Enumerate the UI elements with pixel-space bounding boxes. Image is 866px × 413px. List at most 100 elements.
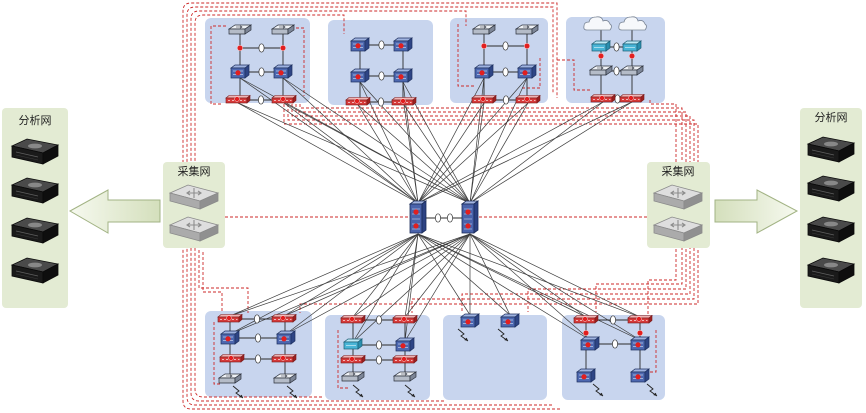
redundant-link-path [295, 104, 687, 312]
distribution-panel-icon[interactable] [345, 97, 371, 106]
link-aggregation-icon [447, 213, 453, 223]
link-aggregation-icon [610, 315, 616, 325]
core-switch-icon[interactable] [461, 200, 479, 234]
switch-icon[interactable] [517, 64, 537, 79]
switch-icon[interactable] [230, 64, 250, 79]
link-aggregation-icon [378, 97, 384, 107]
link-aggregation-icon [502, 67, 509, 77]
redundant-link-path [337, 330, 348, 389]
link-aggregation-icon [255, 354, 261, 364]
link-aggregation-icon [376, 355, 382, 365]
link-aggregation-icon [378, 40, 385, 50]
link-aggregation-icon [376, 340, 382, 350]
right-analysis-network-panel[interactable]: 分析网 [800, 108, 862, 308]
uplink-line [469, 101, 604, 204]
uplink-line [417, 101, 633, 204]
switch-icon[interactable] [576, 368, 596, 383]
switch-icon[interactable] [350, 37, 370, 52]
right-collection-network-panel[interactable]: 采集网 [647, 162, 710, 248]
distribution-panel-icon[interactable] [471, 95, 497, 104]
uplink-line [285, 233, 419, 335]
redundant-link-path [296, 27, 305, 96]
link-aggregation-icon [503, 95, 509, 105]
distribution-panel-icon[interactable] [515, 95, 541, 104]
right-analysis-label: 分析网 [815, 110, 848, 124]
left-analysis-network-panel[interactable]: 分析网 [2, 108, 68, 308]
redundant-link-path [457, 24, 475, 87]
distribution-panel-icon[interactable] [391, 97, 417, 106]
redundant-link-path [182, 2, 560, 410]
distribution-panel-icon[interactable] [271, 314, 297, 323]
uplink-line [352, 233, 471, 343]
redundant-link-path [198, 250, 249, 313]
uplink-line [469, 102, 529, 204]
switch-icon[interactable] [393, 37, 413, 52]
cluster-bottom-4[interactable] [562, 315, 665, 400]
cluster-top-1[interactable] [205, 18, 310, 103]
uplink-line [403, 104, 471, 204]
switch-icon[interactable] [500, 313, 520, 328]
distribution-panel-icon[interactable] [340, 315, 366, 324]
cluster-bottom-3[interactable] [443, 315, 547, 400]
distribution-panel-icon[interactable] [627, 315, 653, 324]
uplink-line [352, 233, 419, 343]
uplink-line [417, 102, 529, 204]
distribution-panel-icon[interactable] [619, 94, 645, 103]
uplink-line [229, 233, 471, 317]
switch-icon[interactable] [350, 68, 370, 83]
distribution-panel-icon[interactable] [392, 315, 418, 324]
distribution-panel-icon[interactable] [219, 354, 245, 363]
uplink-line [237, 102, 419, 204]
cluster-top-4[interactable] [566, 17, 665, 103]
distribution-panel-icon[interactable] [271, 354, 297, 363]
switch-icon[interactable] [393, 68, 413, 83]
cluster-top-2[interactable] [328, 20, 433, 105]
firewall-icon[interactable] [591, 40, 611, 52]
cluster-bottom-2-devices [340, 315, 418, 398]
redundant-link-path [291, 104, 691, 312]
switch-icon[interactable] [273, 64, 293, 79]
switch-icon[interactable] [474, 64, 494, 79]
uplink-line [282, 77, 419, 204]
uplink-line [469, 233, 641, 318]
port-dot [629, 53, 635, 59]
switch-icon[interactable] [630, 368, 650, 383]
left-collection-network-panel[interactable]: 采集网 [163, 162, 225, 248]
switch-icon[interactable] [580, 336, 600, 351]
distribution-panel-icon[interactable] [217, 314, 243, 323]
distribution-panel-icon[interactable] [225, 95, 251, 104]
redundant-link-path [194, 14, 345, 398]
core-switch-icon[interactable] [409, 200, 427, 234]
port-dot [583, 330, 589, 336]
link-aggregation-icon [613, 66, 620, 76]
uplink-line [417, 233, 641, 318]
switch-icon[interactable] [276, 330, 296, 345]
cluster-bottom-1[interactable] [205, 311, 312, 397]
distribution-panel-icon[interactable] [340, 355, 366, 364]
cluster-top-2-devices [345, 37, 417, 107]
switch-icon[interactable] [460, 313, 480, 328]
left-analysis-label: 分析网 [19, 113, 52, 127]
distribution-panel-icon[interactable] [590, 94, 616, 103]
link-aggregation-icon [255, 333, 261, 343]
redundant-link-path [213, 322, 222, 385]
firewall-icon[interactable] [343, 338, 363, 350]
link-aggregation-icon [378, 71, 385, 81]
switch-icon[interactable] [630, 336, 650, 351]
uplink-line [469, 233, 587, 318]
distribution-panel-icon[interactable] [271, 95, 297, 104]
left-flow-arrow-icon [68, 189, 161, 234]
link-aggregation-icon [613, 42, 620, 52]
switch-icon[interactable] [220, 330, 240, 345]
distribution-panel-icon[interactable] [392, 355, 418, 364]
uplink-line [352, 233, 471, 318]
distribution-panel-icon[interactable] [573, 315, 599, 324]
uplink-line [469, 233, 511, 316]
link-aggregation-icon [435, 213, 441, 223]
link-aggregation-icon [502, 41, 509, 51]
uplink-line [239, 77, 419, 204]
uplink-line [417, 102, 485, 204]
firewall-icon[interactable] [622, 40, 642, 52]
switch-icon[interactable] [395, 337, 415, 352]
